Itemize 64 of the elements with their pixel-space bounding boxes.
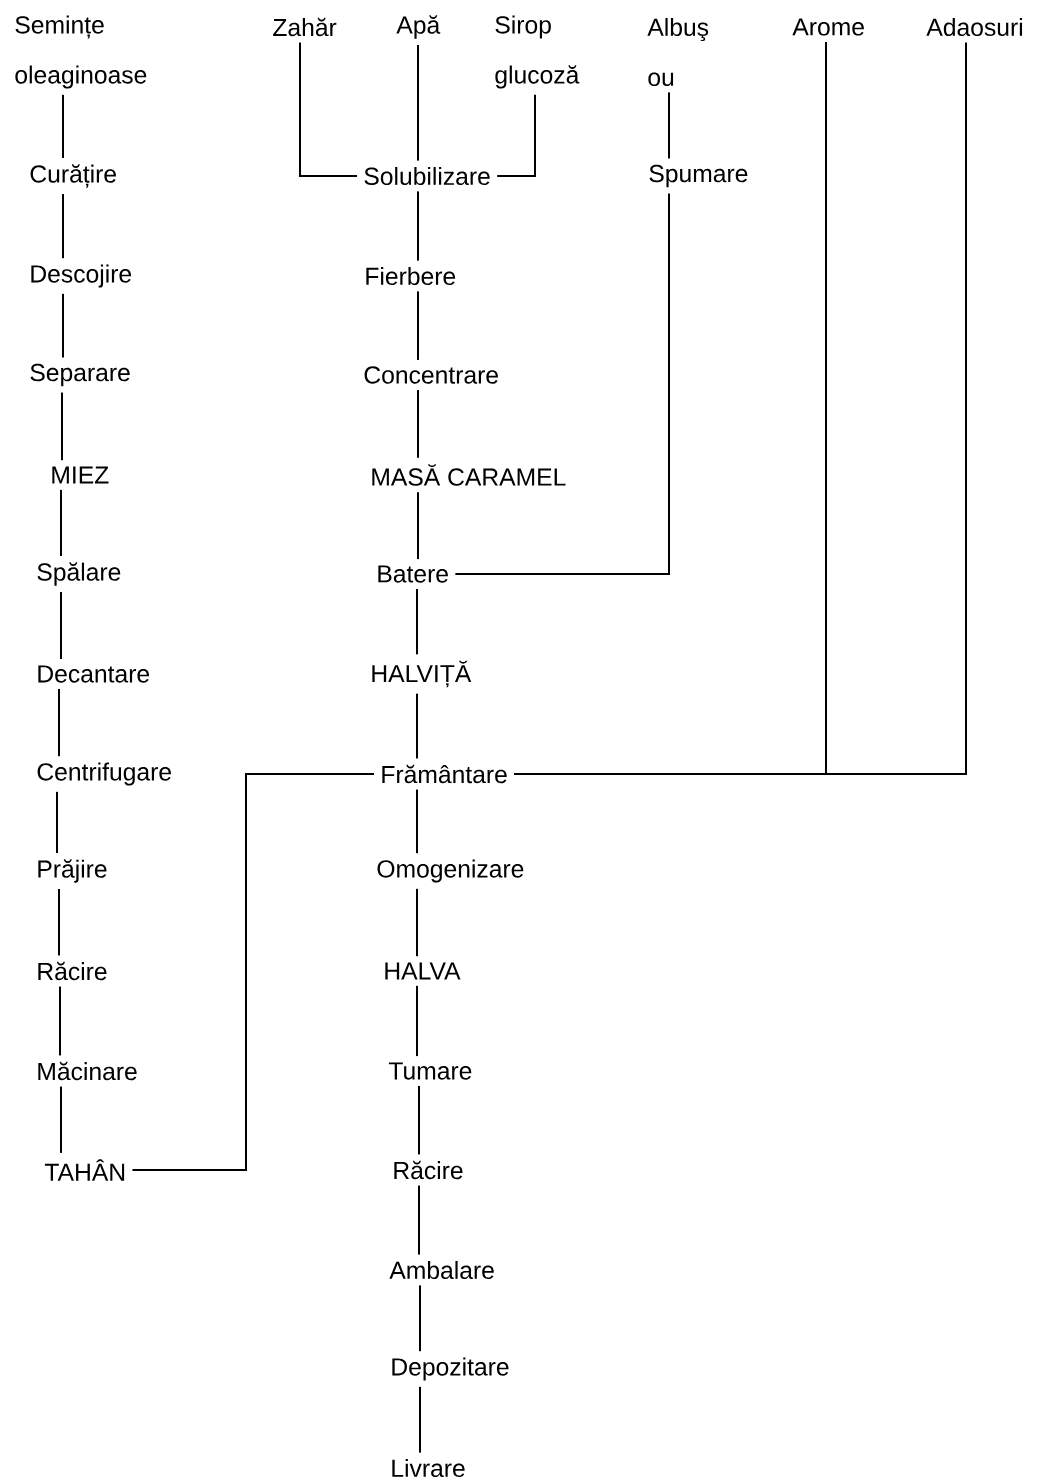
connector-line [60, 591, 62, 661]
step-label: HALVA [385, 962, 461, 980]
step-label: MASĂ CARAMEL [372, 464, 566, 486]
connector-line [416, 587, 418, 656]
step-label: Adaosuri [926, 17, 1022, 37]
step-label: Decantare [38, 665, 150, 683]
step-label: HALVIȚĂ [372, 660, 472, 688]
connector-line [417, 290, 419, 361]
step-label: Omogenizare [377, 859, 524, 883]
connector-line [418, 1184, 420, 1256]
step-label: Centrifugare [37, 762, 171, 786]
step-label: Depozitare [392, 1357, 509, 1381]
step-label: Livrare [392, 1458, 465, 1478]
step-label: Frământare [382, 764, 507, 784]
step-label: TAHÂN [44, 1159, 125, 1181]
step-label: Spălare [37, 562, 121, 586]
step-label: Măcinare [38, 1061, 137, 1081]
connector-line [419, 1385, 421, 1454]
step-label: Separare [30, 363, 130, 387]
connector-line [417, 389, 419, 459]
step-label: Răcire [394, 1160, 463, 1180]
step-label: MIEZ [52, 466, 109, 484]
connector-line [62, 93, 64, 159]
connector-line [668, 91, 670, 160]
connector-line [416, 887, 418, 958]
connector-line [417, 491, 419, 561]
connector-line [454, 192, 670, 575]
step-label: Prăjire [38, 859, 107, 883]
step-label: Concentrare [364, 366, 498, 384]
connector-line [496, 93, 536, 177]
connector-line [419, 1284, 421, 1353]
step-label: Răcire [38, 961, 107, 981]
step-label: Semințe oleaginoase [15, 15, 147, 89]
step-label: Fierbere [366, 266, 456, 286]
connector-line [131, 773, 375, 1171]
connector-line [58, 687, 60, 758]
step-label: Solubilizare [364, 166, 490, 186]
step-label: Tumare [388, 1062, 472, 1080]
step-label: Descojire [31, 264, 132, 288]
connector-line [60, 488, 62, 557]
step-label: Curățire [30, 164, 116, 188]
connector-line [513, 41, 967, 775]
step-label: Sirop glucoză [495, 15, 580, 89]
connector-line [416, 984, 418, 1058]
connector-line [416, 692, 418, 760]
step-label: Albuş ou [647, 17, 709, 87]
connector-line [61, 391, 63, 462]
connector-line [58, 888, 60, 957]
step-label: Apă [396, 15, 441, 39]
connector-line [417, 44, 419, 162]
connector-line [62, 193, 64, 260]
step-label: Ambalare [389, 1260, 494, 1280]
step-label: Zahăr [273, 17, 337, 37]
step-label: Spumare [649, 164, 748, 188]
connector-line [416, 788, 418, 855]
step-label: Arome [792, 18, 864, 36]
step-label: Batere [378, 565, 448, 583]
connector-line [417, 190, 419, 262]
connector-line [418, 1084, 420, 1156]
connector-line [62, 292, 64, 359]
connector-line [60, 1085, 62, 1154]
connector-line [59, 985, 61, 1057]
connector-line [56, 790, 58, 855]
connector-line [299, 41, 358, 177]
